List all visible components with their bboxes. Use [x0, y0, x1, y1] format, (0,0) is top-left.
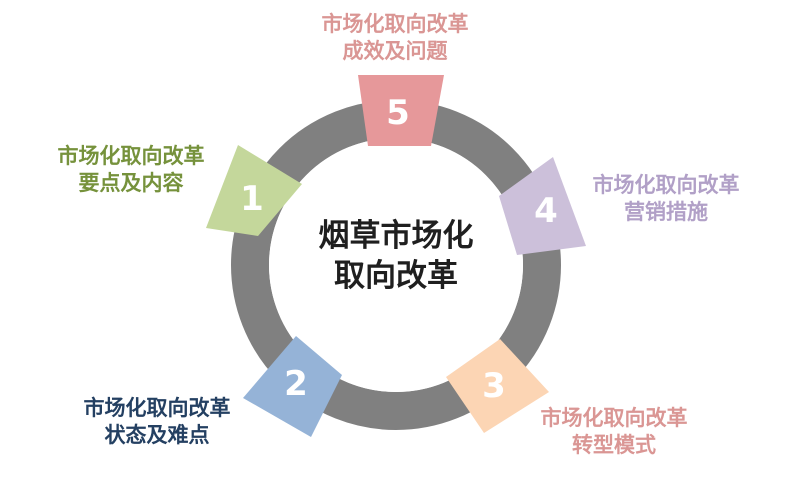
center-title-line2: 取向改革 [334, 258, 458, 294]
label-3: 市场化取向改革 转型模式 [519, 405, 709, 459]
center-title: 烟草市场化 取向改革 [296, 216, 496, 296]
label-1-line1: 市场化取向改革 [57, 144, 205, 168]
label-2: 市场化取向改革 状态及难点 [62, 395, 252, 449]
segment-5: 5 [358, 75, 444, 146]
segment-2-tab [243, 336, 342, 437]
segment-4: 4 [499, 157, 586, 255]
label-5-line1: 市场化取向改革 [321, 12, 469, 36]
segment-5-number: 5 [386, 93, 410, 133]
segment-3-number: 3 [482, 366, 506, 406]
segment-4-tab [499, 157, 586, 255]
segment-2-number: 2 [284, 364, 308, 404]
label-4-line2: 营销措施 [624, 200, 708, 224]
label-1-line2: 要点及内容 [78, 171, 184, 195]
label-1: 市场化取向改革 要点及内容 [36, 143, 226, 197]
segment-4-number: 4 [534, 191, 558, 231]
label-3-line1: 市场化取向改革 [540, 406, 688, 430]
label-4: 市场化取向改革 营销措施 [571, 172, 761, 226]
segment-3-tab [446, 339, 549, 433]
segment-1-number: 1 [240, 179, 264, 219]
label-2-line1: 市场化取向改革 [83, 396, 231, 420]
label-2-line2: 状态及难点 [104, 423, 210, 447]
inner-circle [269, 138, 523, 392]
label-3-line2: 转型模式 [572, 433, 656, 457]
segment-2: 2 [243, 336, 342, 437]
label-5: 市场化取向改革 成效及问题 [300, 11, 490, 65]
center-title-line1: 烟草市场化 [318, 218, 474, 254]
segment-1-tab [206, 145, 302, 236]
segment-5-tab [358, 75, 444, 146]
label-4-line1: 市场化取向改革 [592, 173, 740, 197]
segment-3: 3 [446, 339, 549, 433]
label-5-line2: 成效及问题 [342, 39, 448, 63]
segment-1: 1 [206, 145, 302, 236]
